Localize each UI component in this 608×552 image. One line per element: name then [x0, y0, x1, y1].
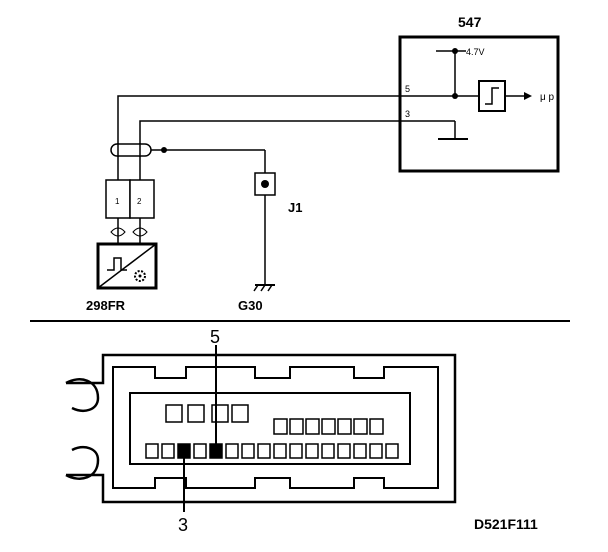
connector-pin-2-label: 2 [137, 197, 142, 206]
callout-pin-3: 3 [178, 515, 188, 535]
ground-g30: G30 [238, 284, 275, 313]
gear-icon [134, 270, 146, 282]
splice-j1: J1 [254, 172, 302, 215]
micro-label: μ p [540, 92, 555, 103]
connector-pin-1-label: 1 [115, 197, 120, 206]
pin-5-label: 5 [405, 84, 410, 94]
ecu-connector-view: 5 3 [65, 327, 457, 535]
pin-row-bottom [145, 443, 399, 459]
pin-row-top [165, 404, 384, 435]
figure-code: D521F111 [474, 516, 538, 532]
ecu-label: 547 [458, 14, 482, 30]
callout-pin-5: 5 [210, 327, 220, 347]
supply-voltage-label: 4.7V [466, 47, 485, 57]
ground-label: G30 [238, 298, 263, 313]
sensor-connector: 1 2 [105, 179, 155, 237]
ecu-547: 547 4.7V μ p 5 3 [398, 14, 560, 173]
shield-oval [110, 143, 152, 157]
wires [117, 93, 479, 285]
splice-label: J1 [288, 200, 302, 215]
pin-3-label: 3 [405, 109, 410, 119]
sensor-298fr: 298FR [86, 242, 158, 313]
sensor-label: 298FR [86, 298, 126, 313]
